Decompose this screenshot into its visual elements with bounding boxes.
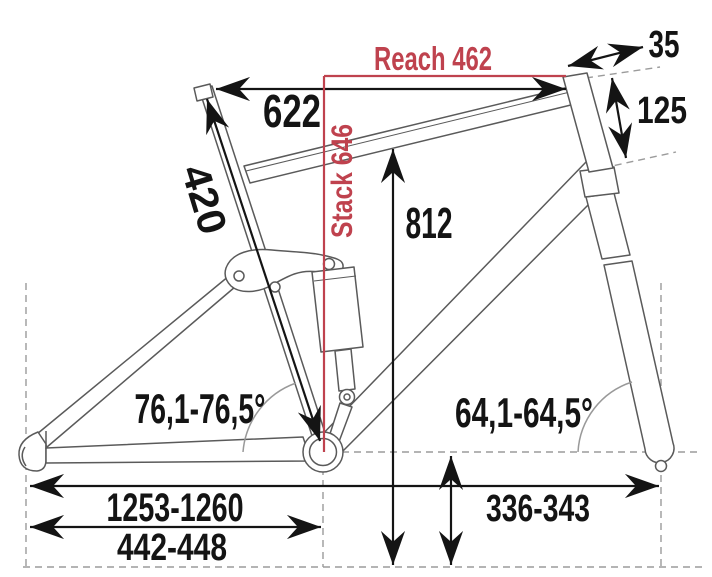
bb-height-label: 336-343 xyxy=(486,488,590,530)
shock-shaft xyxy=(334,348,356,392)
head-tube xyxy=(562,72,614,173)
head-tube-length-label: 125 xyxy=(637,90,687,132)
rear-dropout xyxy=(18,431,47,472)
steerer-measure-label: 35 xyxy=(649,24,680,66)
seatpost-clamp xyxy=(193,83,214,102)
dimension-arrows xyxy=(29,43,659,565)
wheelbase-label: 1253-1260 xyxy=(107,486,244,530)
head-tube-dim-line xyxy=(605,77,633,159)
reach-label: Reach 462 xyxy=(374,40,492,77)
fork-stanchion xyxy=(585,192,631,260)
reach-stack-overlay: Reach 462 Stack 646 xyxy=(322,40,566,452)
fork-lower-leg xyxy=(603,260,675,464)
seat-tube-dim-line xyxy=(205,98,322,442)
steerer-dim-line xyxy=(567,43,644,70)
chainstay-label: 442-448 xyxy=(117,527,227,569)
seat-angle-label: 76,1-76,5° xyxy=(135,385,266,432)
top-tube-length-label: 622 xyxy=(263,85,321,137)
shock-eyelet-bolt xyxy=(343,393,351,401)
shock-body xyxy=(311,266,364,353)
rocker-pivot-mid xyxy=(269,281,281,293)
chainstay xyxy=(45,436,312,464)
rocker-pivot-shock xyxy=(322,257,336,271)
dimension-labels: 622 420 35 125 812 76,1-76,5° 64,1-64,5°… xyxy=(107,24,688,569)
headtube-bottom-guide xyxy=(602,151,677,169)
head-angle-arc xyxy=(577,381,633,453)
head-angle-label: 64,1-64,5° xyxy=(455,389,593,436)
shock-cap-line xyxy=(313,275,357,282)
stack-label: Stack 646 xyxy=(326,124,359,238)
rear-dropout-hook xyxy=(21,446,27,467)
fork-crown xyxy=(579,166,620,198)
front-axle xyxy=(654,459,668,473)
standover-height-label: 812 xyxy=(406,199,453,248)
rocker-pivot-front xyxy=(233,270,245,282)
headtube-top-guide xyxy=(585,66,661,79)
